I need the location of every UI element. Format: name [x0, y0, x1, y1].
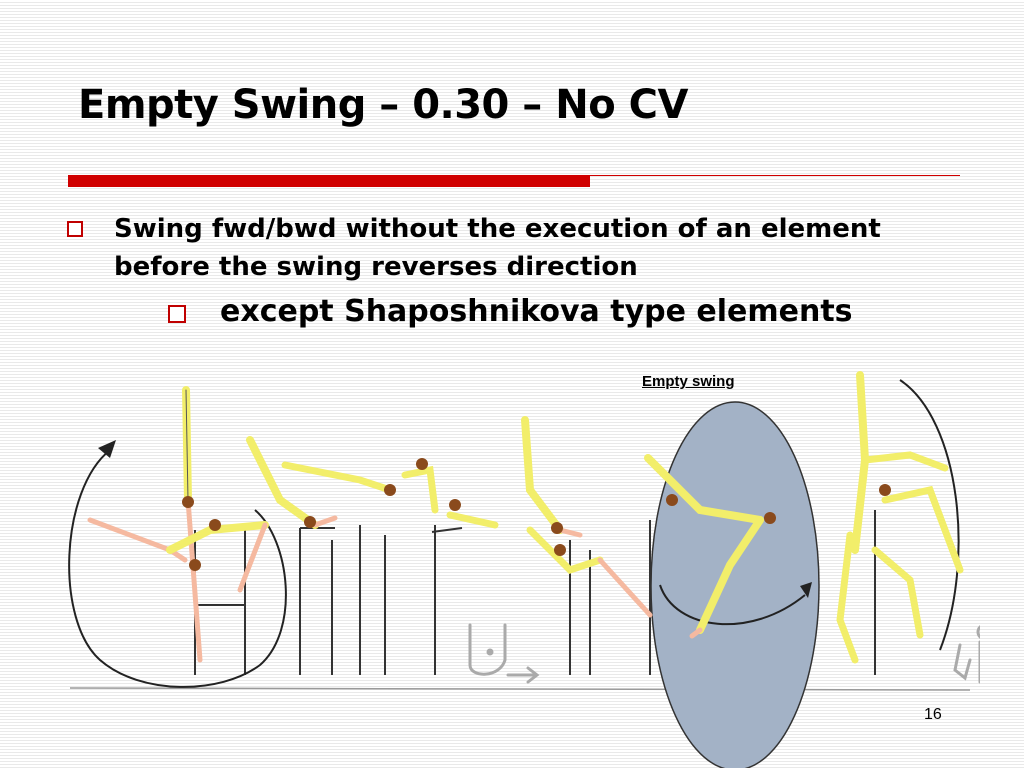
- floor-line: [69, 687, 971, 691]
- page-number: 16: [924, 706, 942, 723]
- empty-swing-callout: Empty swing: [642, 373, 735, 390]
- swing-arrow-right: [899, 379, 960, 651]
- empty-swing-arc: [659, 584, 806, 626]
- gymnast-figures: [87, 371, 964, 664]
- slide-title: Empty Swing – 0.30 – No CV: [78, 82, 688, 128]
- bullet-square-icon: [168, 305, 186, 323]
- handwritten-marks: [468, 623, 980, 684]
- arrow-head-icon: [98, 440, 116, 458]
- swing-arrow-left: [68, 449, 287, 688]
- title-rule-thin: [590, 175, 960, 176]
- empty-swing-ellipse: [650, 401, 820, 768]
- bullet-1-text: Swing fwd/bwd without the execution of a…: [114, 214, 881, 282]
- gymnastics-illustration: [68, 371, 980, 768]
- arrow-head-icon: [800, 582, 812, 598]
- title-rule-thick: [68, 175, 590, 187]
- bullet-square-icon: [67, 221, 83, 237]
- bullet-2-text: except Shaposhnikova type elements: [220, 294, 853, 329]
